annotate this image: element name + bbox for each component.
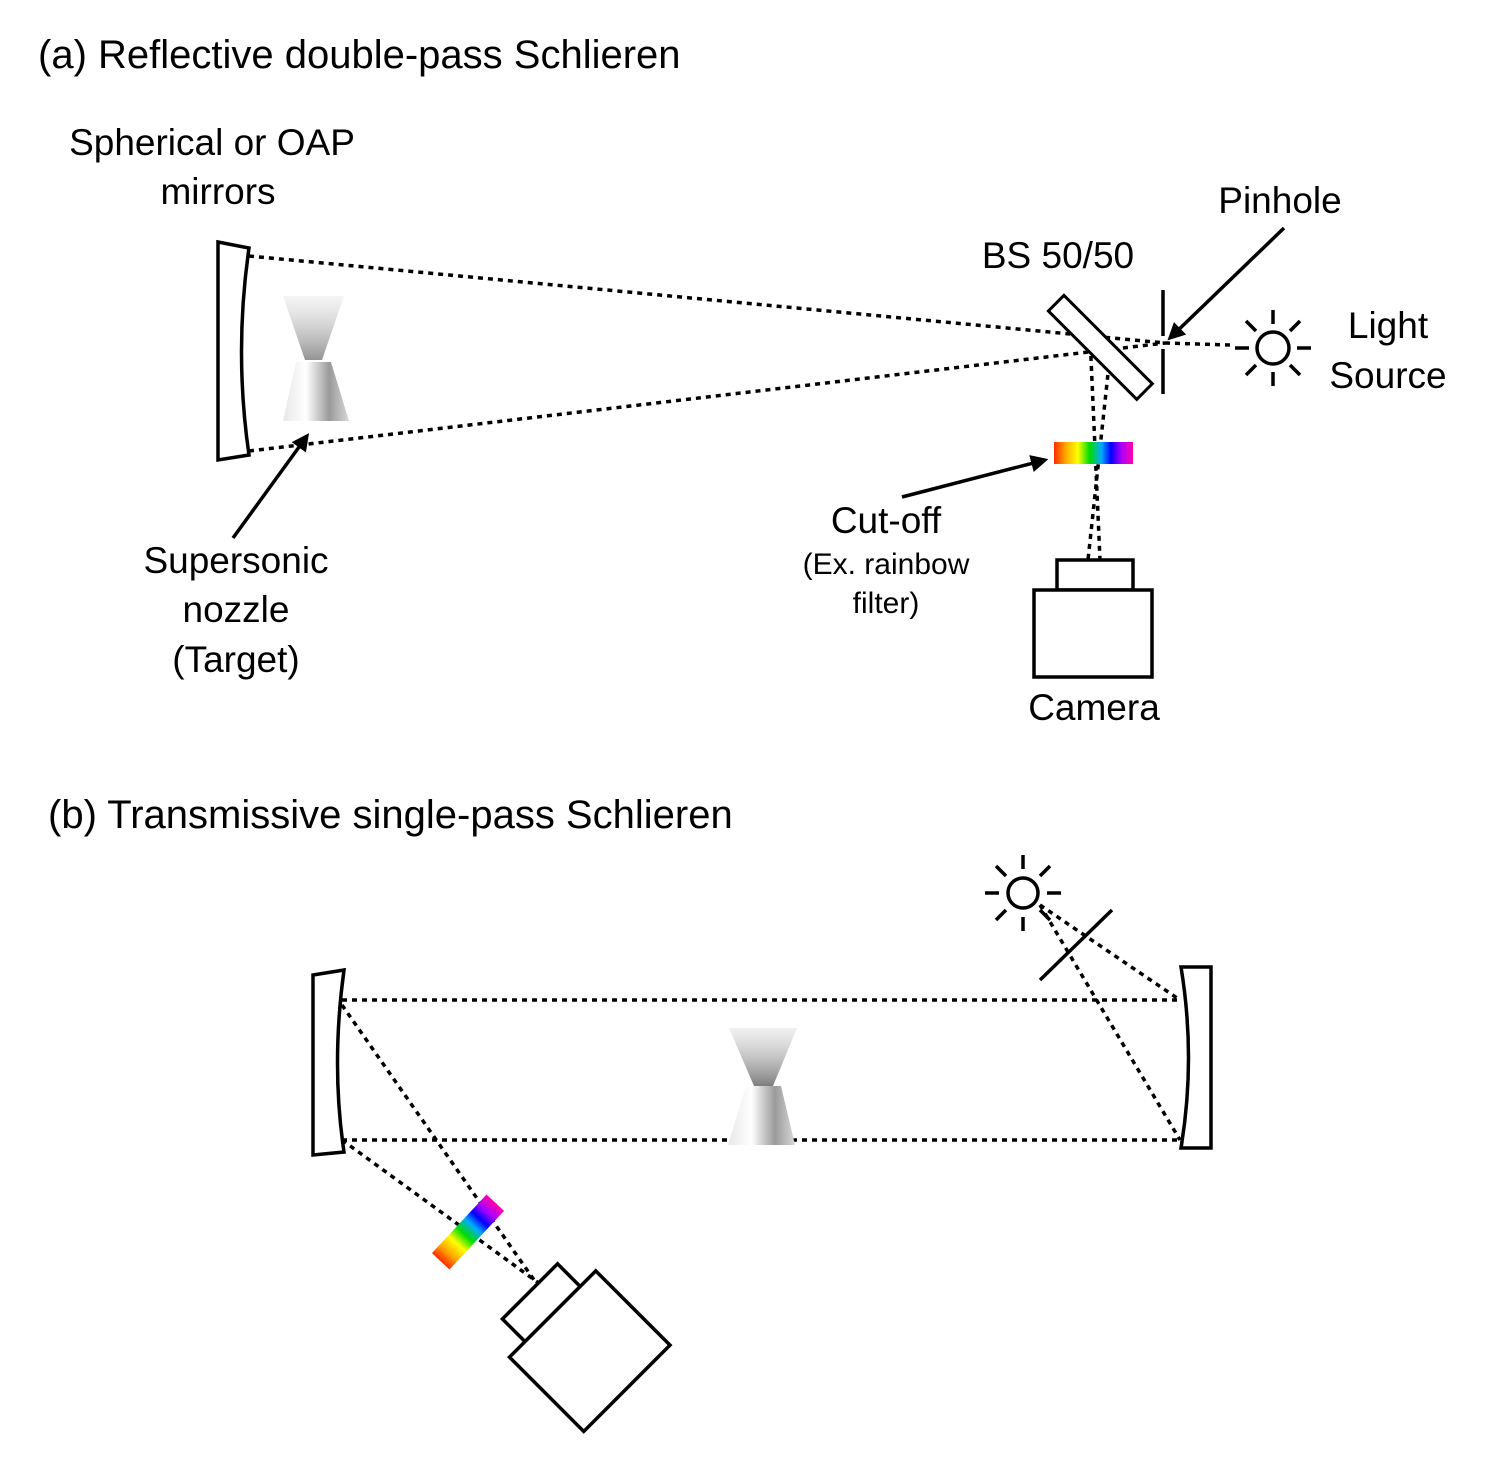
light-label-line1: Light <box>1348 305 1429 346</box>
arrow-icon <box>1167 226 1286 341</box>
mirror-icon <box>216 239 251 463</box>
camera-label: Camera <box>1028 687 1160 728</box>
nozzle-icon <box>728 1028 797 1145</box>
mirror-label-line1: Spherical or OAP <box>69 122 355 163</box>
light-rays-a <box>248 254 1231 561</box>
panel-a-title: (a) Reflective double-pass Schlieren <box>38 33 681 77</box>
mirror-icon <box>1178 965 1213 1150</box>
rainbow-filter-icon <box>431 1194 505 1270</box>
camera-icon <box>1032 558 1154 679</box>
beam-splitter-icon <box>1046 293 1155 402</box>
nozzle-label-line3: (Target) <box>172 639 299 680</box>
rainbow-filter-icon <box>1054 442 1133 464</box>
sun-icon <box>985 855 1061 931</box>
nozzle-icon <box>283 296 349 421</box>
cutoff-sub-line1: (Ex. rainbow <box>803 548 970 581</box>
pinhole-label: Pinhole <box>1218 180 1341 221</box>
panel-b-title: (b) Transmissive single-pass Schlieren <box>48 793 733 837</box>
arrow-icon <box>231 433 310 540</box>
mirror-icon <box>311 967 347 1157</box>
mirror-label-line2: mirrors <box>160 171 275 212</box>
cutoff-sub-line2: filter) <box>853 587 920 620</box>
sun-icon <box>1235 310 1311 386</box>
cutoff-label: Cut-off <box>831 500 942 541</box>
arrow-icon <box>901 455 1049 499</box>
nozzle-label-line2: nozzle <box>183 589 290 630</box>
bs-label: BS 50/50 <box>982 235 1134 276</box>
light-rays-b <box>340 903 1182 1312</box>
nozzle-label-line1: Supersonic <box>143 540 328 581</box>
light-label-line2: Source <box>1329 355 1446 396</box>
pinhole-icon <box>1038 908 1114 982</box>
camera-icon <box>499 1261 673 1434</box>
